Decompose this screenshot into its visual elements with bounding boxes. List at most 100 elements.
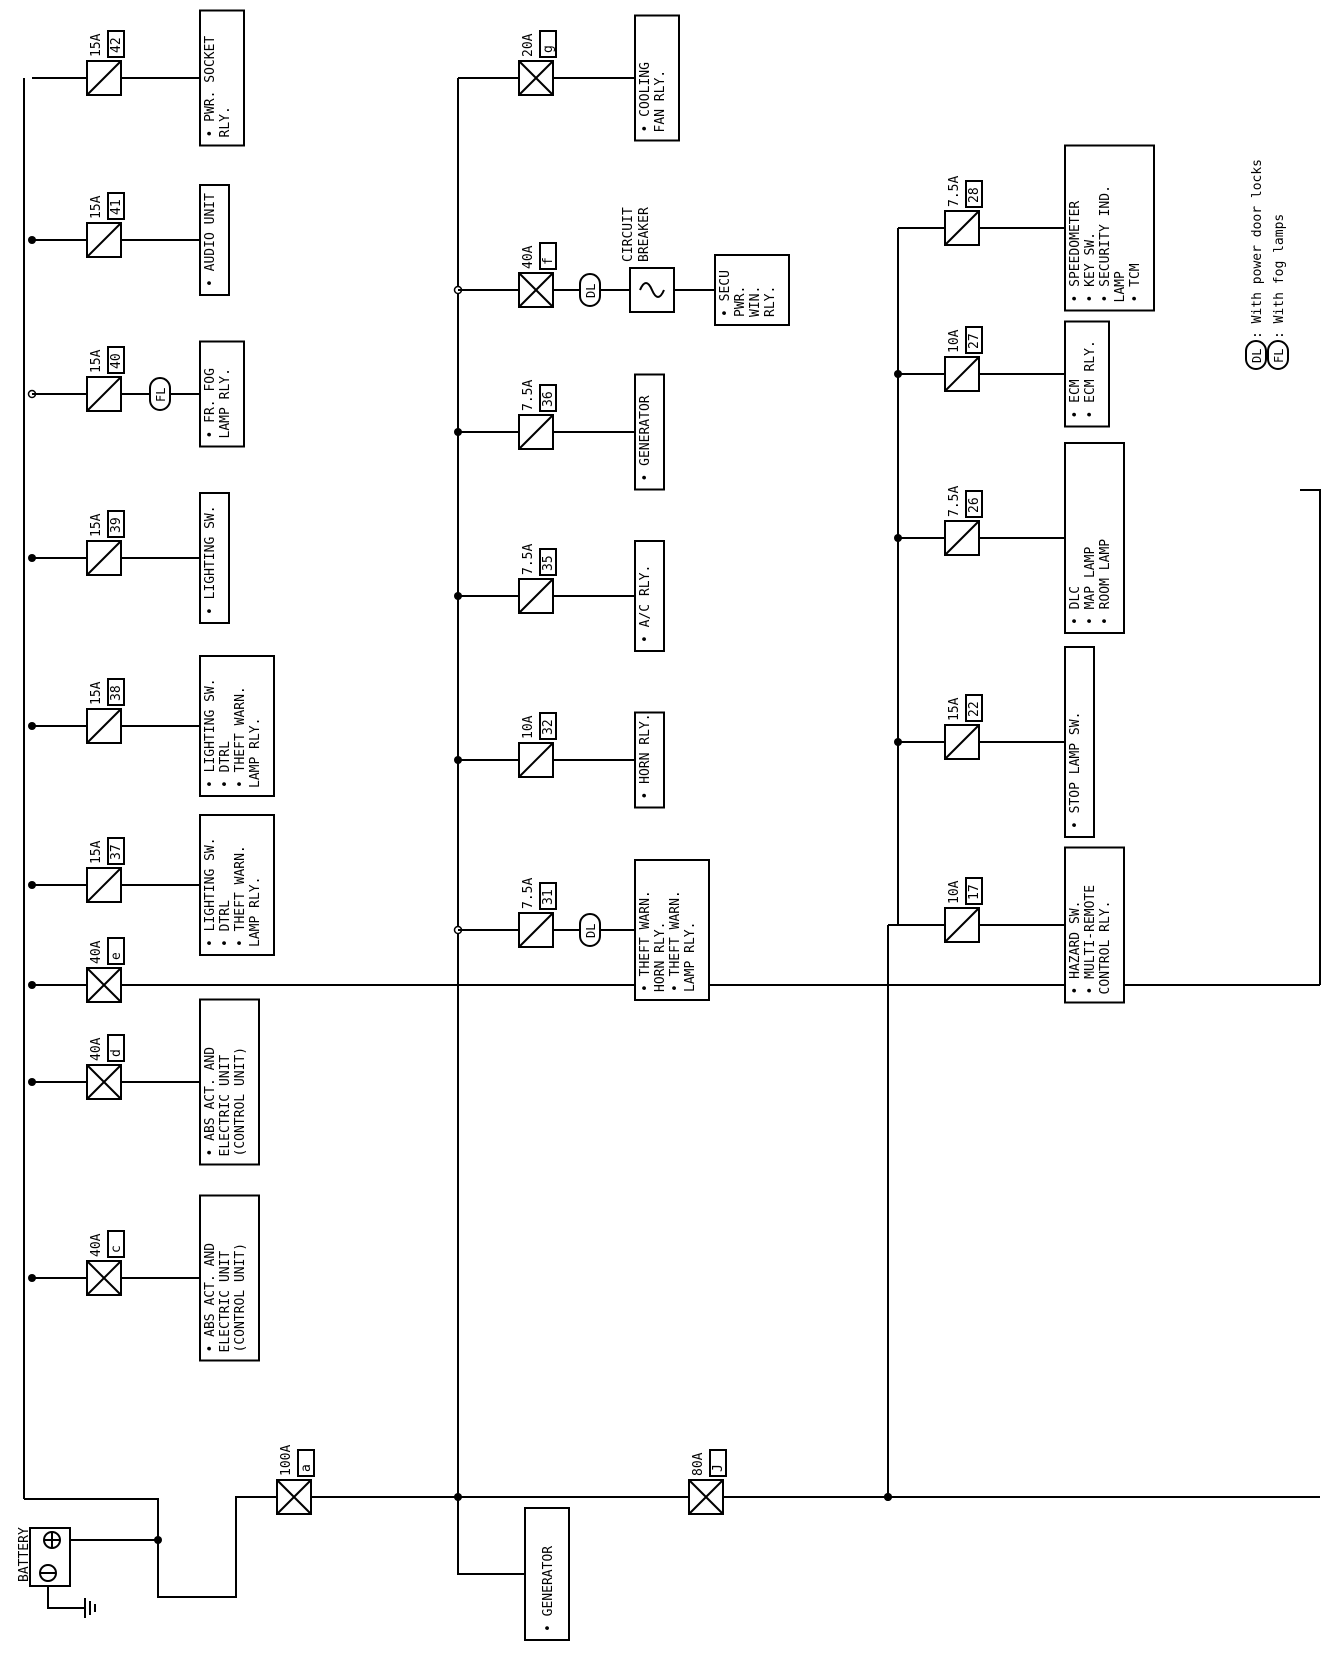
fuse-id-label: g	[541, 45, 556, 53]
fuse-slash	[944, 907, 980, 943]
fuse-id-label: 42	[109, 37, 124, 53]
load-label-line: • DLC	[1068, 586, 1083, 625]
fuse-amp-label: 7.5A	[521, 380, 536, 411]
load-box	[199, 492, 230, 624]
fuse-amp-label: 7.5A	[947, 486, 962, 517]
option-tag-label: FL	[154, 388, 168, 402]
fuse-id-label: 37	[109, 844, 124, 860]
fuse-slash	[518, 578, 554, 614]
load-box	[634, 711, 665, 809]
load-label-line: • STOP LAMP SW.	[1068, 712, 1083, 829]
fuse-amp-label: 15A	[89, 840, 104, 864]
load-label-line: • A/C RLY.	[638, 565, 653, 643]
fuse	[86, 867, 122, 903]
fuse-id-label: J	[711, 1464, 726, 1472]
load-label-line: HORN RLY.	[653, 922, 668, 992]
fuse-id-box	[965, 694, 983, 722]
fuse-amp-label: 15A	[947, 697, 962, 721]
fusible-link	[276, 1479, 312, 1515]
load-box	[199, 1194, 260, 1362]
load-label-line: (CONTROL UNIT)	[233, 1243, 248, 1353]
load-box	[634, 540, 665, 652]
generator-box	[524, 1507, 570, 1641]
load-label-line: • MAP LAMP	[1083, 547, 1098, 625]
fuse-slash	[86, 376, 122, 412]
fuse-slash	[518, 912, 554, 948]
legend-text: : With fog lamps	[1272, 214, 1287, 339]
load-label-line: • ECM RLY.	[1083, 340, 1098, 418]
load-box	[1064, 144, 1155, 312]
load-label-line: • COOLING	[638, 62, 653, 133]
option-tag-icon	[1245, 340, 1267, 370]
load-label-line: LAMP RLY.	[218, 368, 233, 438]
fuse-amp-label: 15A	[89, 681, 104, 705]
fuse-id-box	[539, 30, 557, 58]
fuse	[944, 520, 980, 556]
junction-dot	[884, 1493, 892, 1501]
load-label-line: • SECURITY IND.	[1098, 185, 1113, 302]
fuse-amp-label: 10A	[947, 329, 962, 353]
fuse-slash	[944, 724, 980, 760]
fuse-id-label: 40	[109, 353, 124, 369]
fuse-id-box	[107, 192, 125, 220]
fuse	[944, 210, 980, 246]
load-box	[199, 655, 275, 797]
fuse-id-label: 39	[109, 517, 124, 533]
fuse-id-box	[539, 384, 557, 412]
fuse-id-box	[539, 242, 557, 270]
fuse	[518, 578, 554, 614]
fuse	[86, 60, 122, 96]
fuse-slash	[86, 222, 122, 258]
load-label-line: • ABS ACT. AND	[203, 1243, 218, 1353]
legend-text: : With power door locks	[1250, 159, 1265, 339]
load-box	[634, 14, 680, 142]
load-label-line: • PWR. SOCKET	[203, 36, 218, 138]
ground-wire	[47, 1586, 85, 1609]
fuse-id-label: 32	[541, 719, 556, 735]
load-label-line: (CONTROL UNIT)	[233, 1047, 248, 1157]
load-label-line: • AUDIO UNIT	[203, 193, 218, 287]
load-label-line: LAMP	[1113, 271, 1128, 302]
load-box	[199, 9, 245, 147]
fuse-id-label: 27	[967, 333, 982, 349]
fuse	[518, 414, 554, 450]
fuse-id-box	[107, 30, 125, 58]
fuse-amp-label: 40A	[89, 940, 104, 964]
fuse	[86, 540, 122, 576]
fuse-amp-label: 15A	[89, 513, 104, 537]
fusible-link	[86, 967, 122, 1003]
option-tag-label: DL	[584, 284, 598, 298]
fuse-x	[688, 1479, 724, 1515]
fuse-id-box	[107, 837, 125, 865]
load-label-line: LAMP RLY.	[248, 718, 263, 788]
fuse-id-box	[965, 877, 983, 905]
fuse-id-label: 38	[109, 685, 124, 701]
fuse-amp-label: 7.5A	[947, 176, 962, 207]
fuse-amp-label: 15A	[89, 195, 104, 219]
fuse-slash	[518, 742, 554, 778]
generator-wire	[457, 1497, 525, 1575]
load-label-line: ELECTRIC UNIT	[218, 1055, 233, 1157]
fuse-id-label: c	[109, 1245, 124, 1253]
load-label-line: RLY.	[763, 286, 778, 317]
legend-code: DL	[1250, 349, 1264, 363]
load-label-line: • DTRL	[218, 741, 233, 788]
load-label-line: • SPEEDOMETER	[1068, 201, 1083, 303]
fuse-id-box	[709, 1449, 727, 1477]
fusible-link	[86, 1064, 122, 1100]
load-box	[714, 254, 790, 326]
load-box	[199, 998, 260, 1166]
fuse-amp-label: 7.5A	[521, 878, 536, 909]
fuse-amp-label: 7.5A	[521, 544, 536, 575]
fuse-slash	[944, 520, 980, 556]
load-box	[1064, 442, 1125, 634]
load-box	[199, 340, 245, 448]
fuse-slash	[86, 540, 122, 576]
fuse-slash	[944, 356, 980, 392]
fuse-amp-label: 10A	[947, 880, 962, 904]
fuse-amp-label: 40A	[521, 245, 536, 269]
load-label-line: • FR. FOG	[203, 368, 218, 439]
fuse-id-box	[107, 678, 125, 706]
circuit-breaker-label: CIRCUIT	[621, 207, 636, 262]
